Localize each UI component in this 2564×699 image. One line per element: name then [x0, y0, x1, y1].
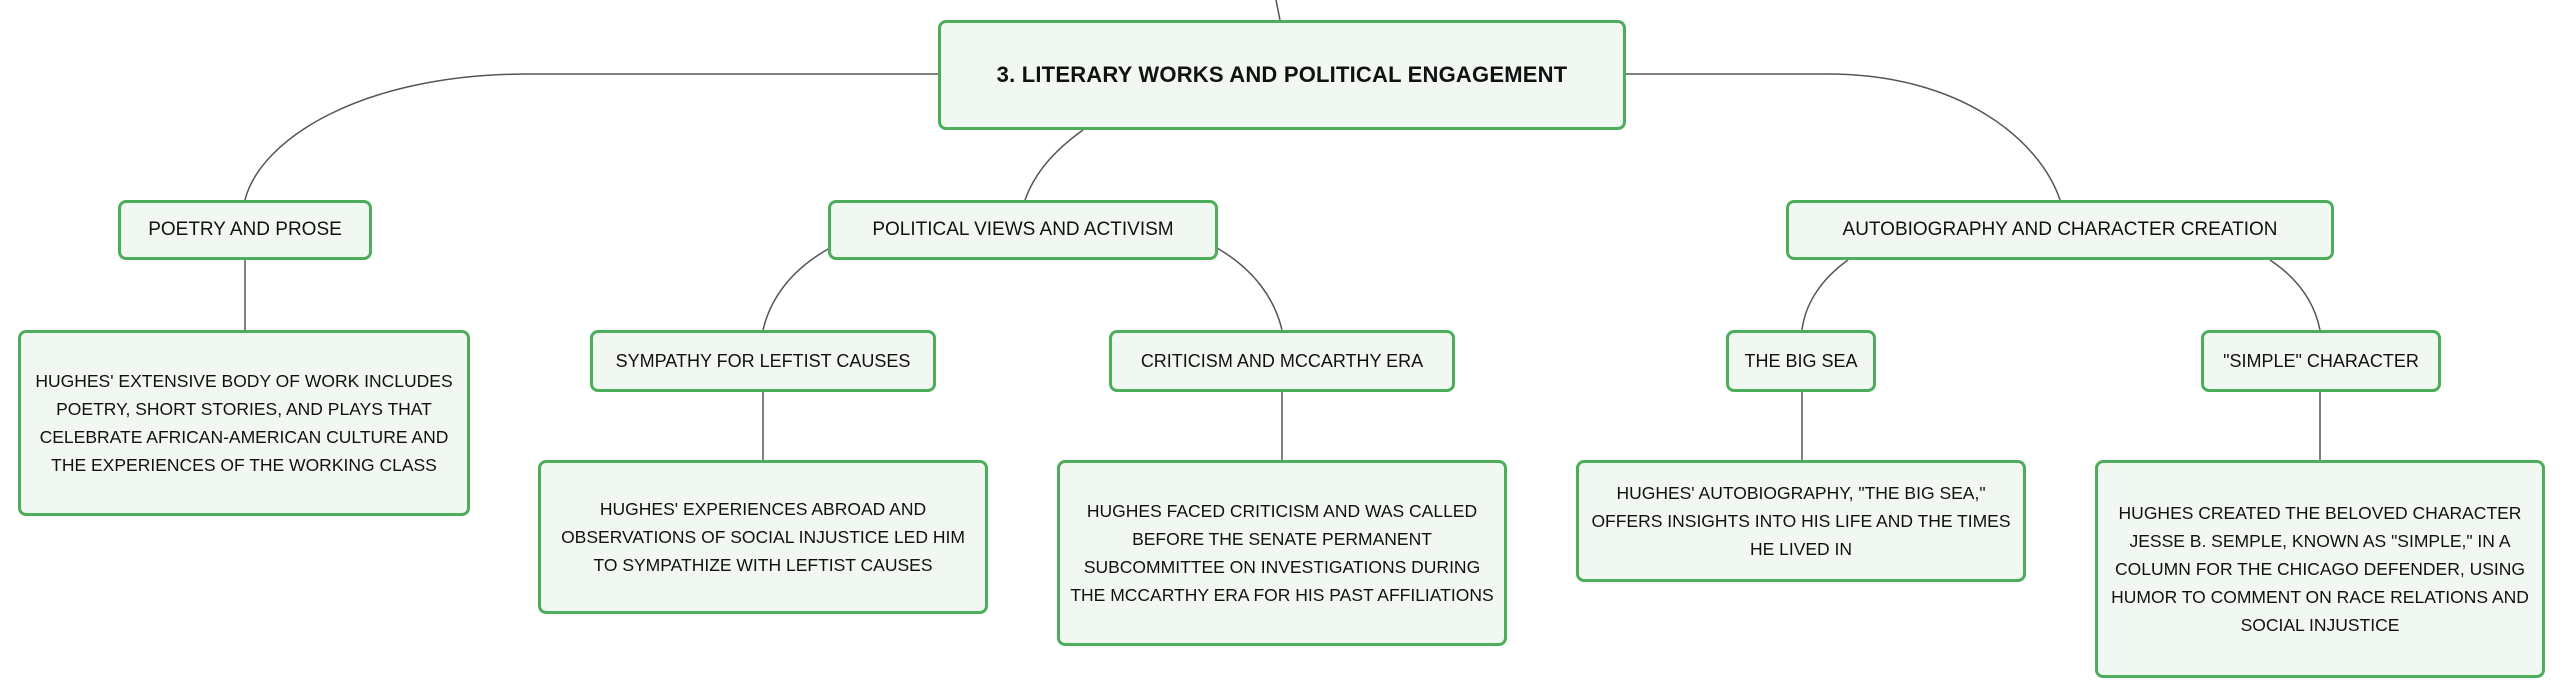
description-node-simple-character[interactable]: HUGHES CREATED THE BELOVED CHARACTER JES… — [2095, 460, 2545, 678]
description-node-poetry-and-prose[interactable]: HUGHES' EXTENSIVE BODY OF WORK INCLUDES … — [18, 330, 470, 516]
topic-label: AUTOBIOGRAPHY AND CHARACTER CREATION — [1842, 219, 2278, 240]
connector-autobiography-bigsea — [1801, 259, 1849, 331]
subtopic-node-big-sea[interactable]: THE BIG SEA — [1726, 330, 1876, 392]
description-node-sympathy-leftist[interactable]: HUGHES' EXPERIENCES ABROAD AND OBSERVATI… — [538, 460, 988, 614]
connector-political-criticism — [1216, 247, 1283, 331]
connector-autobiography-simple — [2269, 259, 2321, 331]
connector-parent-root — [1275, 0, 1281, 21]
topic-label: POETRY AND PROSE — [148, 219, 342, 240]
subtopic-label: CRITICISM AND MCCARTHY ERA — [1140, 350, 1424, 371]
topic-node-political-views[interactable]: POLITICAL VIEWS AND ACTIVISM — [828, 200, 1218, 260]
subtopic-node-sympathy-leftist[interactable]: SYMPATHY FOR LEFTIST CAUSES — [590, 330, 936, 392]
topic-label: POLITICAL VIEWS AND ACTIVISM — [872, 219, 1174, 240]
description-text: HUGHES' EXTENSIVE BODY OF WORK INCLUDES … — [35, 371, 453, 475]
description-text: HUGHES FACED CRITICISM AND WAS CALLED BE… — [1070, 501, 1494, 605]
subtopic-label: "SIMPLE" CHARACTER — [2223, 350, 2419, 371]
connector-root-poetry — [244, 73, 940, 201]
topic-node-autobiography[interactable]: AUTOBIOGRAPHY AND CHARACTER CREATION — [1786, 200, 2334, 260]
connector-political-sympathy — [762, 247, 831, 331]
subtopic-label: THE BIG SEA — [1744, 350, 1858, 371]
description-text: HUGHES' EXPERIENCES ABROAD AND OBSERVATI… — [561, 499, 965, 575]
subtopic-node-simple-character[interactable]: "SIMPLE" CHARACTER — [2201, 330, 2441, 392]
description-node-criticism-mccarthy[interactable]: HUGHES FACED CRITICISM AND WAS CALLED BE… — [1057, 460, 1507, 646]
connector-root-autobiography — [1625, 73, 2061, 201]
topic-node-poetry-and-prose[interactable]: POETRY AND PROSE — [118, 200, 372, 260]
subtopic-label: SYMPATHY FOR LEFTIST CAUSES — [615, 350, 911, 371]
connector-root-political — [1024, 129, 1084, 201]
description-text: HUGHES CREATED THE BELOVED CHARACTER JES… — [2111, 503, 2529, 635]
root-label: 3. LITERARY WORKS AND POLITICAL ENGAGEME… — [996, 62, 1568, 87]
description-node-big-sea[interactable]: HUGHES' AUTOBIOGRAPHY, "THE BIG SEA," OF… — [1576, 460, 2026, 582]
subtopic-node-criticism-mccarthy[interactable]: CRITICISM AND MCCARTHY ERA — [1109, 330, 1455, 392]
description-text: HUGHES' AUTOBIOGRAPHY, "THE BIG SEA," OF… — [1591, 483, 2011, 559]
root-node[interactable]: 3. LITERARY WORKS AND POLITICAL ENGAGEME… — [938, 20, 1626, 130]
